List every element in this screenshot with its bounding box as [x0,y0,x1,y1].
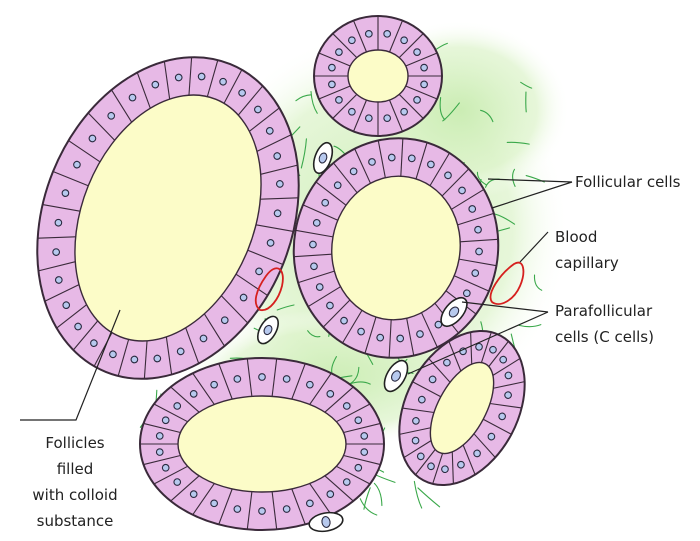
nucleus [376,334,384,342]
colloid [178,396,346,492]
nucleus [384,115,391,122]
nucleus [401,37,408,44]
label-follicles-line-1: Follicles [45,434,104,452]
nucleus [334,181,342,189]
nucleus [283,376,290,383]
nucleus [307,381,314,388]
label-follicles-line-4: substance [37,512,114,530]
label-blood-capillary-line-2: capillary [555,254,619,272]
nucleus [283,506,290,513]
nucleus [475,248,483,256]
nucleus [327,391,334,398]
nucleus [474,226,482,234]
nucleus [327,491,334,498]
nucleus [343,479,350,486]
nucleus [355,464,362,471]
nucleus [458,187,466,195]
nucleus [190,391,197,398]
label-blood-capillary-line-1: Blood [555,228,597,246]
fibre [418,488,440,507]
label-follicles-line-3: with colloid [32,486,117,504]
nucleus [156,433,163,440]
nucleus [388,154,396,162]
nucleus [427,161,435,169]
nucleus [313,219,321,227]
nucleus [366,31,373,38]
nucleus [259,374,266,381]
fibre [360,499,377,515]
nucleus [414,49,421,56]
nucleus [355,417,362,424]
nucleus [307,500,314,507]
nucleus [401,108,408,115]
nucleus [321,199,329,207]
follicle-bottom-left [140,358,384,530]
nucleus [361,433,368,440]
nucleus [162,417,169,424]
nucleus [190,491,197,498]
nucleus [349,108,356,115]
nucleus [329,81,336,88]
nucleus [211,500,218,507]
fibre [374,483,381,505]
nucleus [174,403,181,410]
nucleus [368,158,376,166]
nucleus [310,262,318,270]
nucleus [471,269,479,277]
nucleus [416,330,424,338]
colloid [348,50,408,102]
nucleus [211,381,218,388]
nucleus [329,64,336,71]
nucleus [316,283,324,291]
nucleus [336,49,343,56]
nucleus [174,479,181,486]
nucleus [350,168,358,176]
nucleus [357,328,365,336]
nucleus [444,172,452,180]
nucleus [234,376,241,383]
nucleus [343,403,350,410]
fibre [414,481,421,508]
nucleus [234,506,241,513]
nucleus [463,289,471,297]
nucleus [408,155,416,163]
nucleus [396,335,404,343]
nucleus [384,31,391,38]
nucleus [309,241,317,249]
nucleus [349,37,356,44]
nucleus [421,64,428,71]
nucleus [336,97,343,104]
label-follicles-line-2: filled [57,460,94,478]
nucleus [414,97,421,104]
nucleus [361,449,368,456]
nucleus [326,302,334,310]
label-parafollicular-line-2: cells (C cells) [555,328,654,346]
nucleus [156,449,163,456]
nucleus [468,205,476,213]
nucleus [421,81,428,88]
nucleus [259,508,266,515]
nucleus [366,115,373,122]
label-follicular-cells: Follicular cells [575,173,681,191]
label-parafollicular-line-1: Parafollicular [555,302,653,320]
nucleus [340,317,348,325]
nucleus [162,464,169,471]
follicle-top [314,16,442,136]
